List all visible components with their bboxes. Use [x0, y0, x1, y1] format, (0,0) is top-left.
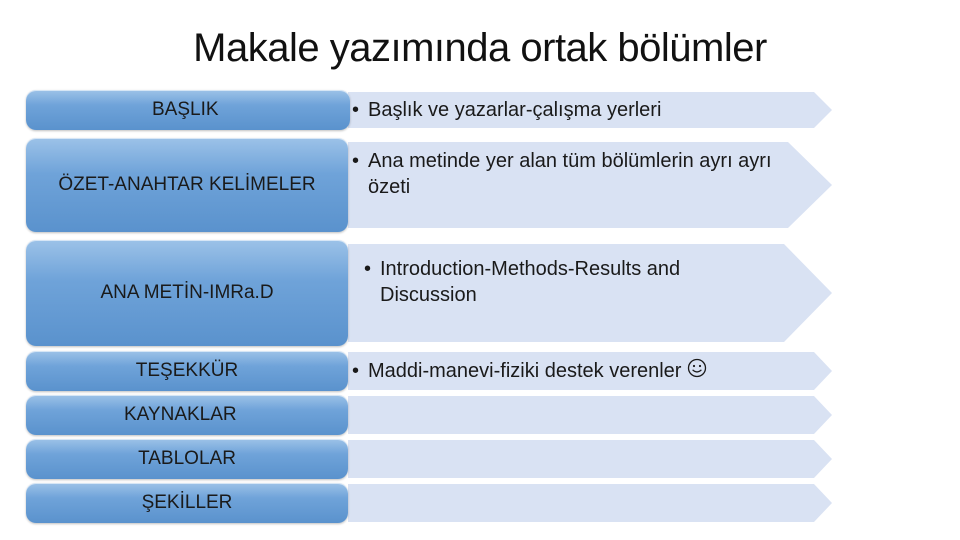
- bullet-marker: •: [352, 150, 360, 172]
- bullet-marker: •: [364, 258, 372, 280]
- bullet-marker: •: [352, 360, 360, 382]
- row-ana-metin: ANA METİN-IMRa.D • Introduction-Methods-R…: [0, 238, 960, 348]
- row-arrow: [348, 440, 832, 478]
- section-box-tablolar: TABLOLAR: [26, 439, 348, 479]
- row-kaynaklar: KAYNAKLAR: [0, 394, 960, 436]
- row-tesekkur: TEŞEKKÜR • Maddi-manevi-fiziki destek ver…: [0, 350, 960, 392]
- bullet-marker: •: [352, 99, 360, 121]
- section-box-ana-metin: ANA METİN-IMRa.D: [26, 240, 348, 346]
- section-box-tesekkur: TEŞEKKÜR: [26, 351, 348, 391]
- section-description: Introduction-Methods-Results and Discuss…: [380, 258, 681, 306]
- section-label: TEŞEKKÜR: [135, 360, 239, 381]
- section-label: TABLOLAR: [138, 448, 236, 469]
- row-tablolar: TABLOLAR: [0, 438, 960, 480]
- slide-title: Makale yazımında ortak bölümler: [193, 26, 767, 70]
- section-label: BAŞLIK: [152, 99, 219, 120]
- section-description: Ana metinde yer alan tüm bölümlerin ayrı…: [368, 150, 772, 198]
- section-box-kaynaklar: KAYNAKLAR: [26, 395, 348, 435]
- section-label: KAYNAKLAR: [124, 404, 237, 425]
- row-baslik: BAŞLIK • Başlık ve yazarlar-çalışma yerle…: [0, 88, 960, 132]
- section-label: ANA METİN-IMRa.D: [100, 282, 274, 303]
- section-label: ŞEKİLLER: [141, 492, 233, 513]
- section-box-baslik: BAŞLIK: [26, 90, 350, 130]
- section-box-sekiller: ŞEKİLLER: [26, 483, 348, 523]
- section-label: ÖZET-ANAHTAR KELİMELER: [58, 174, 316, 195]
- row-arrow: [348, 396, 832, 434]
- row-arrow: [348, 92, 832, 128]
- section-description: Maddi-manevi-fiziki destek verenler: [368, 360, 682, 382]
- section-description: Başlık ve yazarlar-çalışma yerleri: [368, 99, 662, 121]
- row-arrow: [348, 484, 832, 522]
- row-ozet: ÖZET-ANAHTAR KELİMELER • Ana metinde yer …: [0, 134, 960, 236]
- row-sekiller: ŞEKİLLER: [0, 482, 960, 524]
- row-arrow: [348, 352, 832, 390]
- section-box-ozet: ÖZET-ANAHTAR KELİMELER: [26, 138, 348, 232]
- smiley-icon: [688, 358, 707, 378]
- row-arrow: [348, 244, 832, 342]
- row-arrow: [348, 142, 832, 228]
